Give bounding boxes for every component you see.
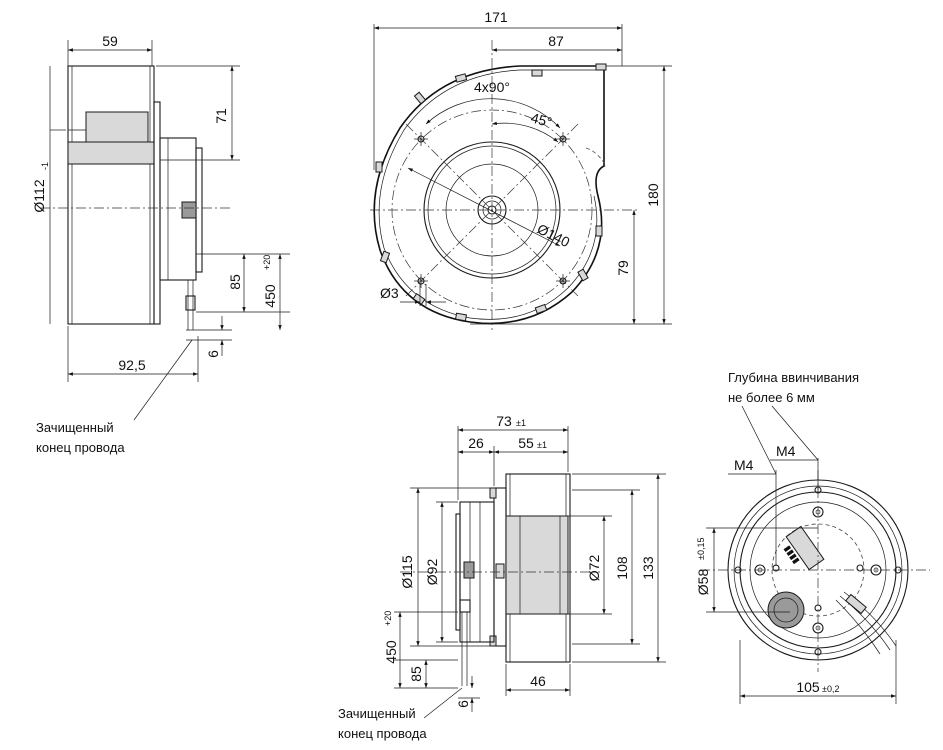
dim-motor-133: 133 <box>640 556 656 580</box>
side-note-line2: конец провода <box>36 440 125 455</box>
dim-motor-450-tol: +20 <box>383 611 393 626</box>
dim-side-dia112-tol: -1 <box>40 162 50 170</box>
side-view: 59 71 Ø112 -1 85 450 +20 6 92,5 Зачищенн… <box>31 33 290 455</box>
dim-motor-46: 46 <box>530 673 546 689</box>
dim-motor-55: 55 <box>518 435 534 451</box>
dim-motor-55-tol: ±1 <box>537 440 547 450</box>
dim-front-87: 87 <box>548 33 564 49</box>
dim-motor-dia72: Ø72 <box>586 555 602 582</box>
dim-side-dia112: Ø112 <box>31 179 47 212</box>
dim-front-180: 180 <box>645 183 661 207</box>
dim-rear-m4-left: M4 <box>734 457 754 473</box>
side-note-line1: Зачищенный <box>36 420 114 435</box>
dim-rear-105-tol: ±0,2 <box>822 684 839 694</box>
dim-rear-105: 105 <box>796 679 820 695</box>
dim-side-92-5: 92,5 <box>118 357 145 373</box>
dim-motor-73: 73 <box>496 413 512 429</box>
dim-front-dia140: Ø140 <box>535 220 573 250</box>
front-volute-outline <box>373 65 605 325</box>
rear-view: ▮▮▮▮ Ø58 ±0,15 1 <box>695 370 930 704</box>
dim-rear-dia58: Ø58 <box>695 569 711 596</box>
dim-motor-dia92: Ø92 <box>424 559 440 586</box>
dim-motor-108: 108 <box>614 556 630 580</box>
rear-depth-note-line2: не более 6 мм <box>728 390 815 405</box>
dim-front-4x90: 4x90° <box>474 79 510 95</box>
rear-depth-note-line1: Глубина ввинчивания <box>728 370 859 385</box>
dim-side-450-tol: +20 <box>262 255 272 270</box>
motor-view: 73 ±1 26 55 ±1 Ø115 Ø92 Ø72 108 133 <box>338 413 666 741</box>
dim-motor-73-tol: ±1 <box>516 418 526 428</box>
dim-motor-26: 26 <box>468 435 484 451</box>
dim-front-45: 45° <box>529 109 554 130</box>
dim-rear-dia58-tol: ±0,15 <box>696 538 706 560</box>
dim-side-6: 6 <box>205 350 221 358</box>
dim-front-dia3: Ø3 <box>380 285 399 301</box>
front-view: Ø140 4x90° 45° 171 87 180 79 Ø3 <box>370 9 672 330</box>
side-outlet-flange <box>67 141 155 165</box>
dim-motor-450: 450 <box>383 640 399 664</box>
rear-capacitor <box>767 591 805 629</box>
dim-side-59: 59 <box>102 33 118 49</box>
side-housing <box>67 65 155 325</box>
dim-motor-dia115: Ø115 <box>399 555 415 588</box>
dim-side-85: 85 <box>227 274 243 290</box>
dim-motor-6: 6 <box>455 700 471 708</box>
dim-rear-m4-right: M4 <box>776 443 796 459</box>
motor-note-line1: Зачищенный <box>338 706 416 721</box>
dim-side-450: 450 <box>262 284 278 308</box>
dim-motor-85: 85 <box>408 666 424 682</box>
dim-front-171: 171 <box>484 9 508 25</box>
dim-front-79: 79 <box>615 260 631 276</box>
motor-note-line2: конец провода <box>338 726 427 741</box>
dim-side-71: 71 <box>213 108 229 124</box>
